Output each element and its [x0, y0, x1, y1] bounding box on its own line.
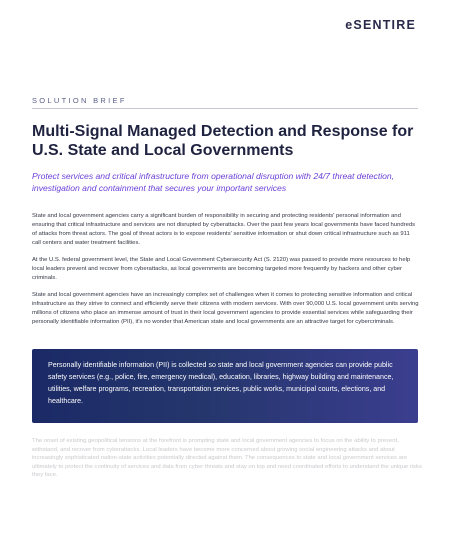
esentire-logo: eSENTIRE	[345, 18, 416, 32]
page-subtitle: Protect services and critical infrastruc…	[32, 171, 395, 193]
document-type-label: SOLUTION BRIEF	[32, 96, 127, 105]
paragraph-intro: State and local government agencies carr…	[32, 213, 416, 246]
callout-text: Personally identifiable information (PII…	[48, 361, 394, 405]
paragraph-challenges: State and local government agencies have…	[32, 292, 419, 325]
faded-continuation-text: The onset of existing geopolitical tensi…	[32, 437, 422, 480]
page-title: Multi-Signal Managed Detection and Respo…	[32, 123, 414, 159]
header-divider	[32, 108, 418, 109]
faded-paragraph: The onset of existing geopolitical tensi…	[32, 438, 422, 478]
pii-callout-box: Personally identifiable information (PII…	[32, 349, 418, 423]
paragraph-federal-act: At the U.S. federal government level, th…	[32, 257, 411, 281]
body-text: State and local government agencies carr…	[32, 212, 420, 335]
